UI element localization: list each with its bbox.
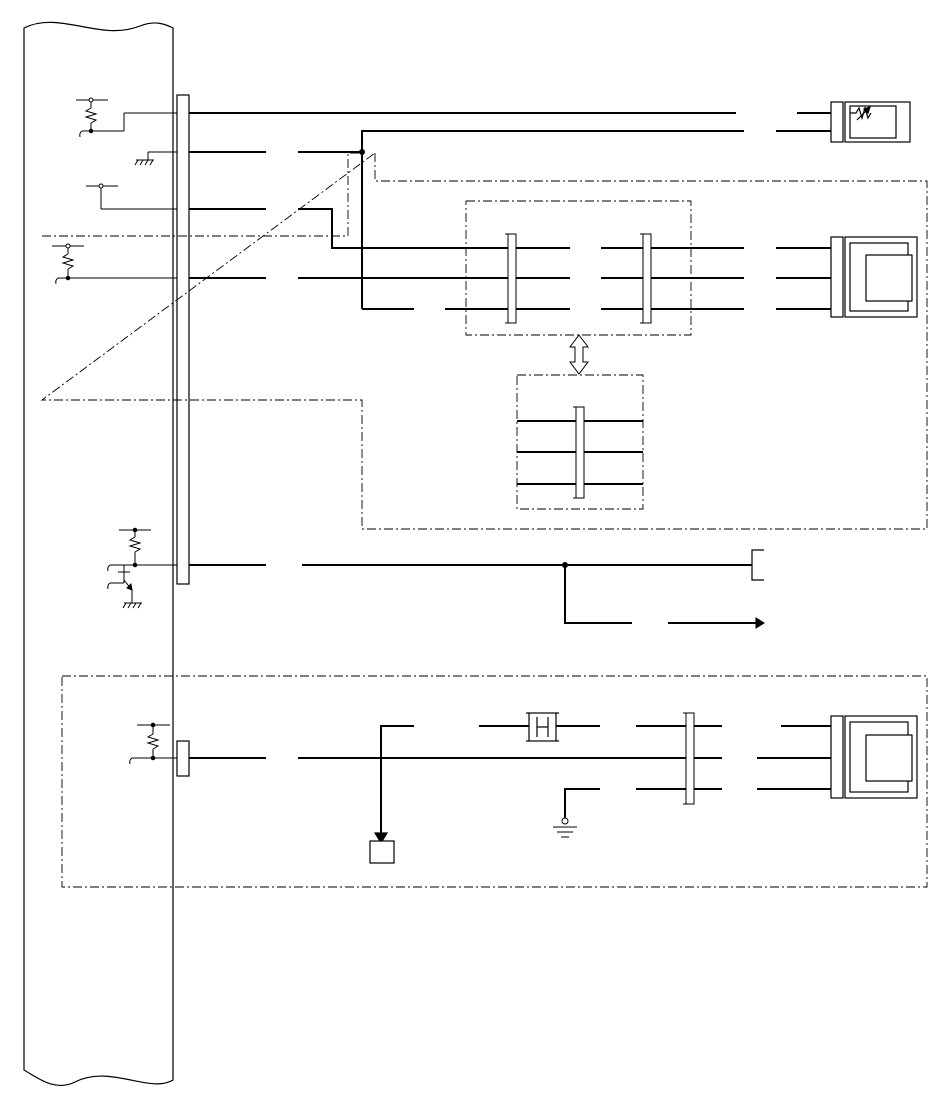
sensor-group-boundary: [40, 152, 928, 888]
pullup-resistor-1: [76, 97, 177, 138]
chassis-ground-icon: [134, 151, 177, 166]
input-node: [86, 183, 177, 210]
arrow-output-icon: [755, 617, 765, 629]
junction-connector-group: [505, 233, 652, 324]
transistor-driver: [107, 527, 177, 609]
relay-block: [369, 832, 395, 864]
connector-strip-upper: [176, 94, 190, 585]
output-connector: [751, 549, 764, 581]
connector-strip-lower: [176, 740, 190, 777]
thermistor-sensor: [830, 101, 911, 143]
pullup-resistor-2: [52, 243, 177, 285]
fuse-icon: [526, 712, 559, 742]
sensor-unit-lower: [830, 715, 918, 799]
pullup-resistor-3: [129, 722, 177, 765]
ground-icon: [553, 817, 577, 838]
bidirectional-arrow-icon: [569, 334, 589, 375]
junction-connector-group-lower: [573, 406, 585, 499]
wire-harness: [189, 112, 831, 834]
junction-dots: [359, 149, 568, 568]
sensor-unit-upper: [830, 236, 918, 318]
control-unit-block: [23, 21, 174, 1087]
relay-block-connector: [683, 712, 695, 805]
